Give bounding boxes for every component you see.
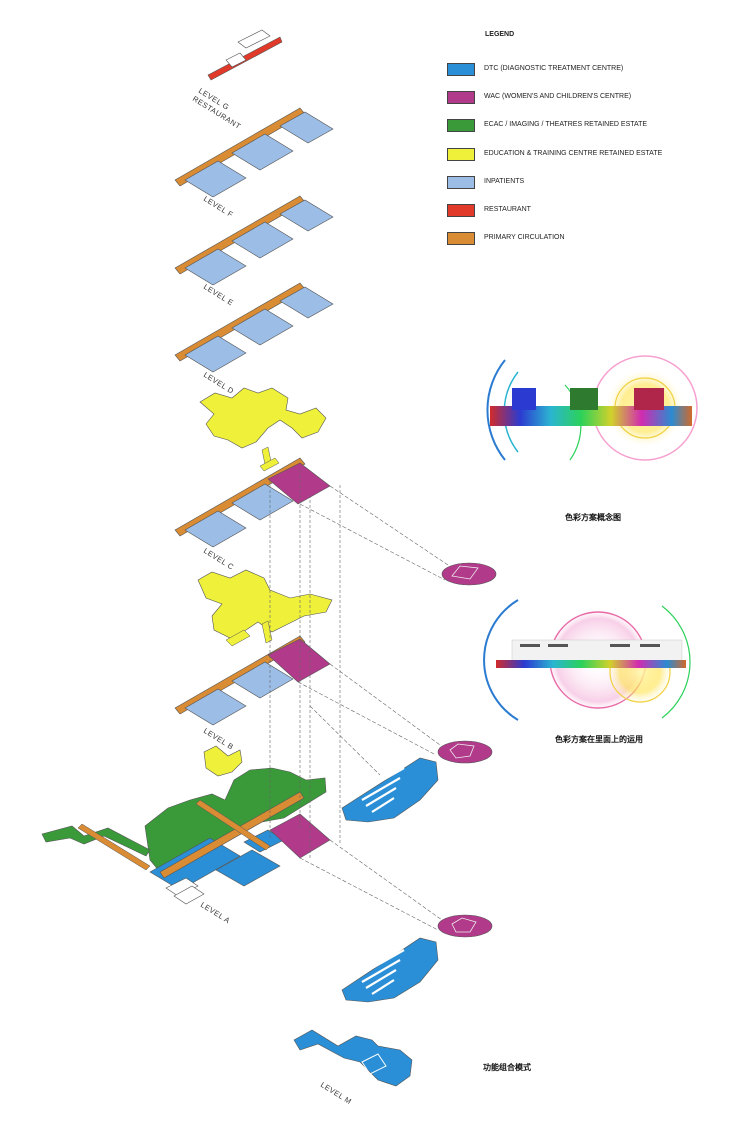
function-caption: 功能组合模式: [483, 1062, 531, 1072]
legend-label: DTC (DIAGNOSTIC TREATMENT CENTRE): [484, 65, 624, 72]
vertical-core-lines: [269, 470, 341, 860]
legend-swatch: [447, 63, 475, 76]
legend-label: WAC (WOMEN'S AND CHILDREN'S CENTRE): [484, 93, 632, 100]
level-c-label: LEVEL C: [202, 546, 236, 572]
dtc-piece-lower: [341, 937, 439, 1003]
level-e-plan: [174, 195, 334, 286]
legend-label: ECAC / IMAGING / THEATRES RETAINED ESTAT…: [484, 121, 648, 128]
facade-caption: 色彩方案在里面上的运用: [555, 734, 643, 744]
level-e-label: LEVEL E: [202, 282, 235, 307]
level-m-plan: [293, 1029, 413, 1087]
legend-swatch: [447, 91, 475, 104]
legend-label: PRIMARY CIRCULATION: [484, 234, 565, 241]
projection-lines: [297, 485, 449, 931]
legend-swatch: [447, 148, 475, 161]
education-block-lower: [197, 569, 333, 647]
concept-caption: 色彩方案概念图: [565, 512, 621, 522]
wac-disc-c: [441, 562, 497, 586]
legend-label: INPATIENTS: [484, 178, 525, 185]
dtc-piece-upper: [341, 757, 439, 823]
legend-swatch: [447, 176, 475, 189]
education-block-upper: [199, 387, 327, 472]
level-f-label: LEVEL F: [202, 194, 235, 219]
legend-swatch: [447, 204, 475, 217]
level-d-plan: [174, 282, 334, 373]
legend-title: LEGEND: [485, 31, 515, 38]
level-g-plan: [207, 29, 283, 81]
level-d-label: LEVEL D: [202, 370, 236, 396]
legend-swatch: [447, 119, 475, 132]
level-m-label: LEVEL M: [319, 1080, 353, 1106]
facade-sketch: [483, 594, 691, 724]
wac-disc-b: [437, 740, 493, 764]
legend-label: RESTAURANT: [484, 206, 531, 213]
level-b-label: LEVEL B: [202, 726, 235, 751]
level-a-plan: [41, 745, 331, 905]
legend-swatch: [447, 232, 475, 245]
level-f-plan: [174, 107, 334, 198]
level-c-plan: [174, 457, 331, 548]
legend-label: EDUCATION & TRAINING CENTRE RETAINED EST…: [484, 150, 663, 157]
wac-disc-a: [437, 914, 493, 938]
level-a-label: LEVEL A: [199, 900, 232, 925]
level-b-plan: [174, 635, 331, 726]
concept-sketch: [486, 355, 698, 461]
